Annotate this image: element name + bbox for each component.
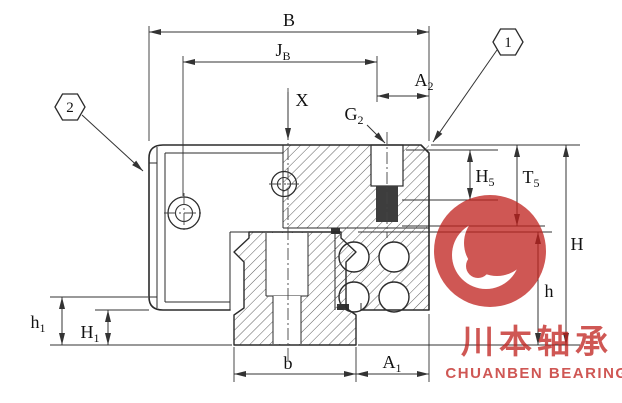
- logo-swirl-dot: [466, 254, 490, 278]
- dim-label-b: b: [284, 353, 293, 373]
- leader-line: [366, 124, 386, 144]
- seal-strip-upper: [331, 228, 340, 234]
- dimension-B: B: [148, 10, 430, 141]
- dimension-G2: G2: [345, 104, 386, 144]
- watermark-brand-en: CHUANBEN BEARING: [445, 365, 622, 382]
- dimension-H1: H1: [81, 309, 149, 345]
- dimension-h1: h1: [31, 296, 232, 346]
- dim-label-G2: G2: [345, 104, 364, 127]
- dim-label-H1: H1: [81, 322, 100, 345]
- watermark: 川本轴承 CHUANBEN BEARING: [434, 195, 622, 382]
- dimension-A2: A2: [377, 70, 434, 99]
- callout-hexagon: [54, 93, 86, 121]
- leader-line: [432, 49, 498, 143]
- mounting-holes: [164, 170, 299, 233]
- watermark-brand-cn: 川本轴承: [461, 322, 613, 361]
- watermark-logo: [434, 195, 546, 307]
- rail-bolt-counterbore: [266, 233, 308, 296]
- callout-hexagon: [492, 28, 524, 56]
- callout-2: 2: [54, 93, 144, 172]
- ball-top-right: [378, 241, 410, 273]
- dim-label-h: h: [545, 281, 554, 301]
- dimension-H: H: [358, 145, 584, 346]
- callout-number: 1: [504, 35, 512, 51]
- dimension-X: X: [285, 90, 309, 140]
- dimension-A1: A1: [356, 314, 430, 382]
- ball-bottom-right: [378, 281, 410, 313]
- carriage-outer-contour: [148, 144, 430, 311]
- carriage-section-top: [282, 144, 429, 229]
- dim-label-T5: T5: [523, 167, 540, 190]
- section-hatch-top: [283, 145, 429, 228]
- dim-label-h1: h1: [31, 312, 46, 335]
- callout-number: 2: [66, 100, 74, 116]
- dim-label-A2: A2: [415, 70, 434, 93]
- dim-label-JB: JB: [275, 40, 290, 63]
- rail-bolt-hole: [273, 296, 301, 344]
- dim-label-H5: H5: [476, 166, 495, 189]
- rail-section: [233, 231, 357, 346]
- dimension-b: b: [233, 347, 357, 382]
- dim-label-H: H: [571, 234, 584, 254]
- carriage-outline: [148, 144, 430, 311]
- callout-1: 1: [432, 28, 524, 143]
- dim-label-B: B: [283, 10, 295, 30]
- dim-label-X: X: [296, 90, 309, 110]
- dim-label-A1: A1: [383, 352, 402, 375]
- dimension-H5: H5: [402, 149, 498, 201]
- leader-line: [81, 114, 144, 172]
